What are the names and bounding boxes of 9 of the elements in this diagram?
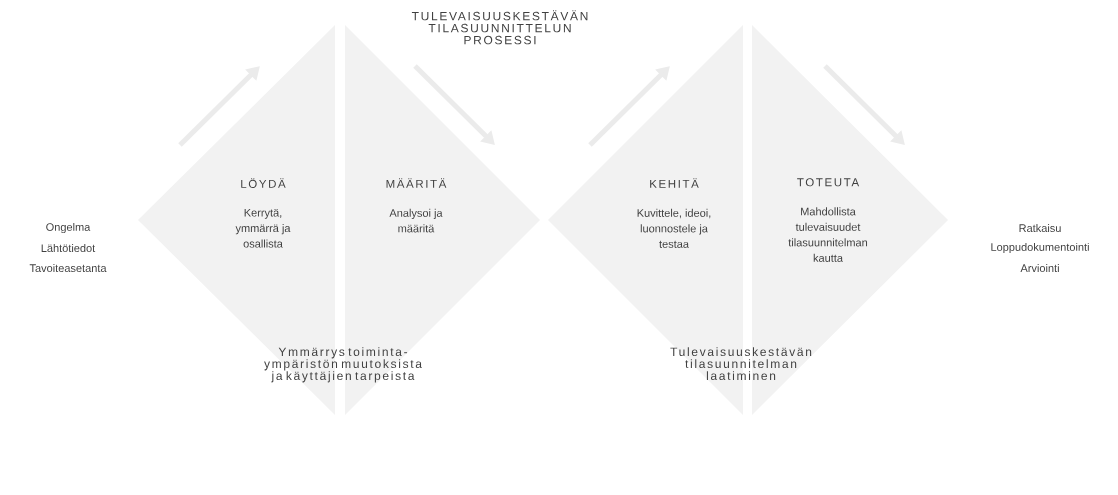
title: TULEVAISUUSKESTÄVÄN TILASUUNNITTELUN PROSESSI [411, 10, 588, 45]
phase-caption: Ymmärrys toiminta- ympäristön muutoksista ja käyttäjien tarpeista [264, 347, 422, 383]
stage-label: Loppudokumentointi [991, 242, 1089, 254]
stage-label: Lähtötiedot [41, 243, 96, 253]
stage-label: Arviointi [1020, 263, 1059, 273]
stage-label: Ongelma [46, 222, 91, 234]
stage-label: Ratkaisu [1019, 223, 1061, 233]
stage-label: Tavoiteasetanta [29, 263, 107, 273]
phase-caption: Tulevaisuuskestävän tilasuunnitelman laatiminen [670, 347, 812, 380]
